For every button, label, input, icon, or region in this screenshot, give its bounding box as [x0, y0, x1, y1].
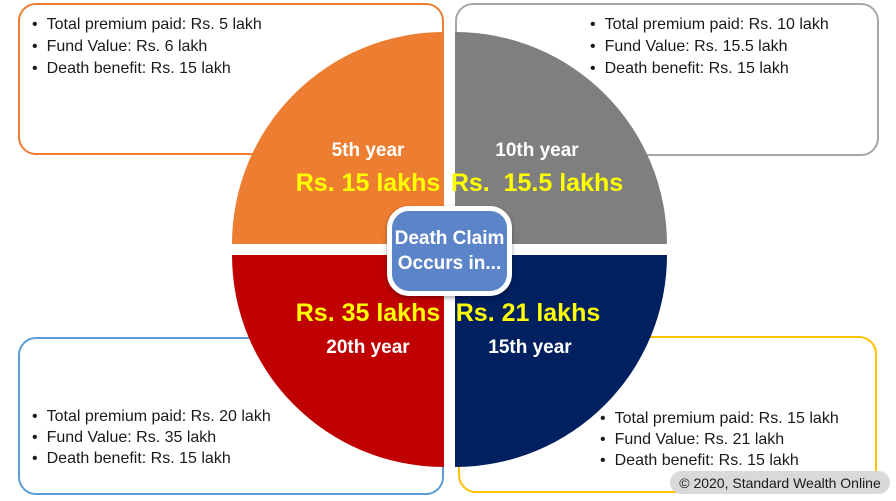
center-callout: Death Claim Occurs in...	[387, 206, 512, 296]
center-label-line1: Death Claim	[394, 228, 505, 249]
list-item: • Fund Value: Rs. 35 lakh	[32, 427, 442, 448]
callout-text: Total premium paid: Rs. 10 lakh	[604, 16, 829, 33]
list-item: • Death benefit: Rs. 15 lakh	[32, 448, 442, 469]
list-item: • Death benefit: Rs. 15 lakh	[600, 450, 875, 471]
callout-15th-year-list: • Total premium paid: Rs. 15 lakh • Fund V…	[460, 338, 875, 471]
list-item: • Fund Value: Rs. 6 lakh	[32, 36, 442, 58]
bullet-icon: •	[32, 408, 38, 425]
list-item: • Total premium paid: Rs. 20 lakh	[32, 406, 442, 427]
bullet-icon: •	[32, 16, 38, 33]
callout-text: Total premium paid: Rs. 20 lakh	[46, 408, 271, 425]
list-item: • Death benefit: Rs. 15 lakh	[32, 58, 442, 80]
callout-text: Fund Value: Rs. 35 lakh	[46, 429, 217, 446]
list-item: • Total premium paid: Rs. 10 lakh	[590, 14, 877, 36]
callout-text: Fund Value: Rs. 6 lakh	[46, 38, 208, 55]
callout-5th-year-list: • Total premium paid: Rs. 5 lakh • Fund Va…	[20, 5, 442, 80]
bullet-icon: •	[32, 38, 38, 55]
copyright-badge: © 2020, Standard Wealth Online	[670, 471, 890, 494]
quadrant-value-label: Rs. 35 lakhs	[295, 299, 441, 327]
list-item: • Total premium paid: Rs. 5 lakh	[32, 14, 442, 36]
bullet-icon: •	[590, 38, 596, 55]
bullet-icon: •	[600, 410, 606, 427]
list-item: • Fund Value: Rs. 15.5 lakh	[590, 36, 877, 58]
callout-text: Fund Value: Rs. 21 lakh	[614, 431, 785, 448]
callout-text: Total premium paid: Rs. 5 lakh	[46, 16, 262, 33]
pie-quadrant-5th-year: 5th year Rs. 15 lakhs	[232, 32, 444, 244]
quadrant-value-label: Rs. 15 lakhs	[295, 169, 441, 197]
bullet-icon: •	[32, 429, 38, 446]
bullet-icon: •	[600, 431, 606, 448]
list-item: • Death benefit: Rs. 15 lakh	[590, 58, 877, 80]
callout-text: Death benefit: Rs. 15 lakh	[46, 450, 231, 467]
bullet-icon: •	[32, 60, 38, 77]
quadrant-value-label: Rs. 15.5 lakhs	[450, 169, 624, 197]
center-label-line2: Occurs in...	[397, 253, 502, 274]
callout-text: Total premium paid: Rs. 15 lakh	[614, 410, 839, 427]
bullet-icon: •	[32, 450, 38, 467]
quadrant-year-label: 15th year	[488, 337, 572, 358]
bullet-icon: •	[600, 452, 606, 469]
callout-20th-year-list: • Total premium paid: Rs. 20 lakh • Fund V…	[20, 339, 442, 469]
quadrant-year-label: 10th year	[495, 140, 579, 161]
list-item: • Fund Value: Rs. 21 lakh	[600, 429, 875, 450]
quadrant-value-label: Rs. 21 lakhs	[455, 299, 601, 327]
quadrant-year-label: 20th year	[326, 337, 410, 358]
bullet-icon: •	[590, 60, 596, 77]
bullet-icon: •	[590, 16, 596, 33]
callout-10th-year-list: • Total premium paid: Rs. 10 lakh • Fund V…	[457, 5, 877, 80]
list-item: • Total premium paid: Rs. 15 lakh	[600, 408, 875, 429]
callout-text: Fund Value: Rs. 15.5 lakh	[604, 38, 788, 55]
callout-text: Death benefit: Rs. 15 lakh	[46, 60, 231, 77]
callout-text: Death benefit: Rs. 15 lakh	[614, 452, 799, 469]
quadrant-year-label: 5th year	[331, 140, 405, 161]
callout-text: Death benefit: Rs. 15 lakh	[604, 60, 789, 77]
